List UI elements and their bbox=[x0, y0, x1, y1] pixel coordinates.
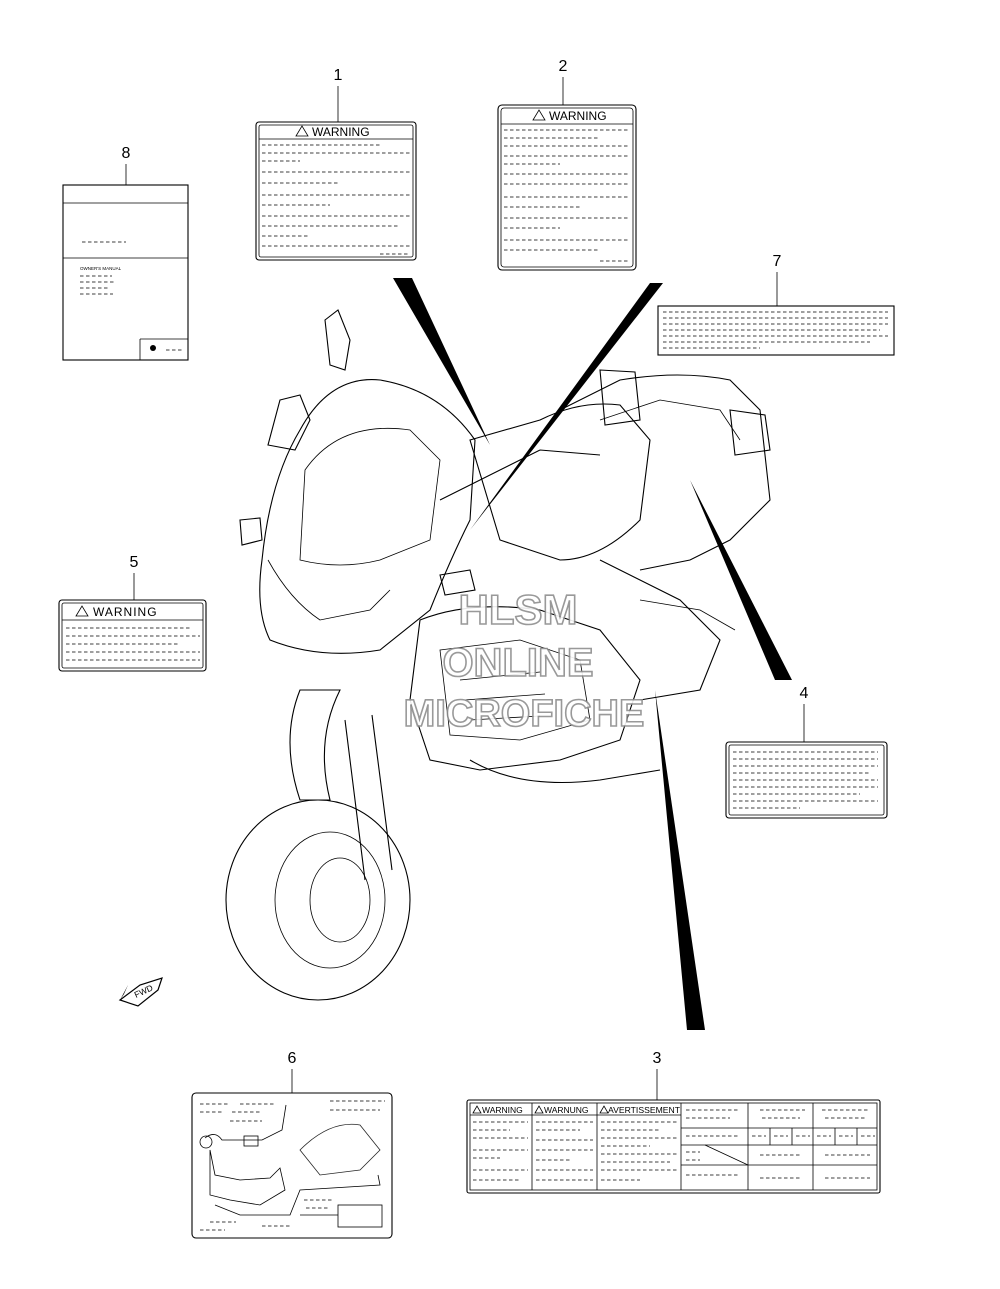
callout-8: 8 bbox=[122, 145, 131, 162]
owners-manual-title: OWNER'S MANUAL bbox=[80, 266, 122, 271]
warning-title-1: WARNING bbox=[312, 125, 370, 139]
label-part-8-owners-manual: 8 OWNER'S MANUAL bbox=[62, 145, 189, 361]
warning-triangle-icon bbox=[472, 1105, 482, 1114]
label-part-6-wiring: 6 bbox=[191, 1050, 393, 1239]
watermark-line-3: MICROFICHE bbox=[404, 693, 645, 735]
leader-wedges bbox=[393, 278, 792, 1030]
callout-4: 4 bbox=[800, 685, 809, 702]
label-part-2: 2 WARNING bbox=[497, 58, 637, 271]
label-part-7: 7 bbox=[657, 253, 895, 356]
warning-triangle-icon bbox=[75, 605, 89, 617]
header-avertissement: AVERTISSEMENT bbox=[608, 1105, 680, 1115]
callout-5: 5 bbox=[130, 554, 139, 571]
warning-title-2: WARNING bbox=[549, 109, 607, 123]
callout-2: 2 bbox=[559, 58, 568, 75]
label-part-4: 4 bbox=[725, 685, 888, 819]
label-part-3-multilingual: 3 WARNING WARNUNG AVERTISSEMENT bbox=[466, 1050, 881, 1194]
label-part-5: 5 WARNING bbox=[58, 554, 207, 672]
fwd-arrow-icon: FWD bbox=[118, 977, 163, 1007]
callout-6: 6 bbox=[288, 1050, 297, 1067]
callout-7: 7 bbox=[773, 253, 782, 270]
callout-1: 1 bbox=[334, 67, 343, 84]
callout-3: 3 bbox=[653, 1050, 662, 1067]
brand-logo-icon bbox=[150, 345, 156, 351]
header-warnung: WARNUNG bbox=[544, 1105, 589, 1115]
warning-triangle-icon bbox=[534, 1105, 544, 1114]
watermark-line-2: ONLINE bbox=[442, 641, 593, 685]
warning-triangle-icon bbox=[295, 125, 309, 137]
warning-triangle-icon bbox=[599, 1105, 609, 1114]
watermark-line-1: HLSM bbox=[459, 586, 578, 633]
motorcycle-illustration bbox=[225, 309, 771, 1001]
warning-triangle-icon bbox=[532, 109, 546, 121]
watermark: HLSM ONLINE MICROFICHE bbox=[403, 585, 645, 736]
header-warning: WARNING bbox=[482, 1105, 523, 1115]
label-part-1: 1 WARNING bbox=[255, 67, 417, 261]
warning-title-5: WARNING bbox=[93, 605, 158, 619]
